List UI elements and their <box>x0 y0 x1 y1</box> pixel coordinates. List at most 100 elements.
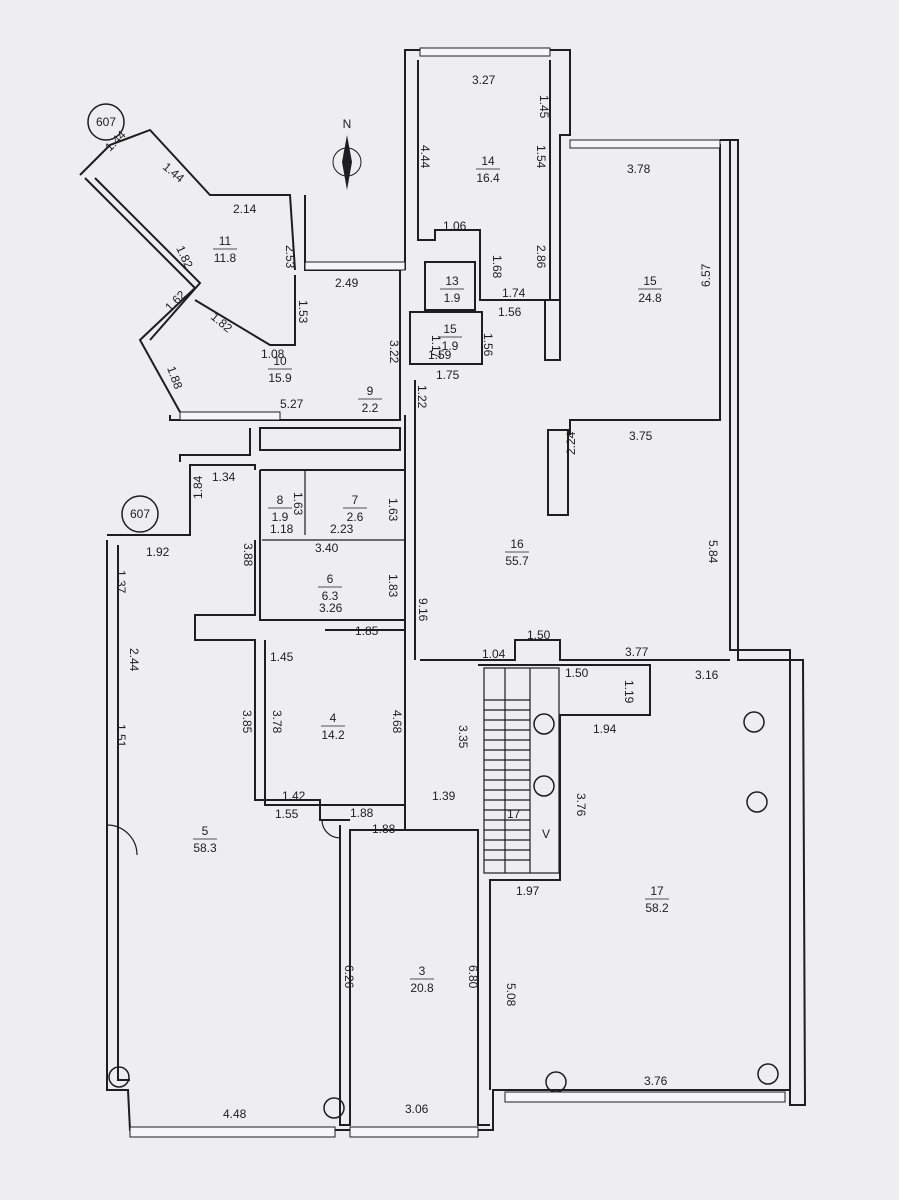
room11-diag <box>84 177 197 413</box>
dimension-label: 1.68 <box>490 255 504 279</box>
dimension-label: 1.18 <box>270 522 294 536</box>
room14-walls <box>404 49 571 355</box>
room-area: 1.9 <box>272 510 289 524</box>
dimension-label: 3.76 <box>574 793 588 817</box>
dimension-label: 1.44 <box>160 160 187 186</box>
room-number: 3 <box>419 964 426 978</box>
room-area: 24.8 <box>638 291 662 305</box>
room5-top-wall <box>107 464 256 536</box>
room-label: 72.6 <box>343 493 367 524</box>
column <box>323 1097 345 1119</box>
dimension-label: 1.50 <box>565 666 589 680</box>
room-area: 58.3 <box>193 841 217 855</box>
dimension-label: 1.56 <box>481 333 495 357</box>
dimension-label: 4.68 <box>390 710 404 734</box>
door-arc <box>321 819 341 839</box>
room-number: 5 <box>202 824 209 838</box>
walls <box>79 47 807 1138</box>
room-area: 11.8 <box>214 251 237 265</box>
room-number: 10 <box>273 354 287 368</box>
dimension-label: 1.19 <box>622 680 636 704</box>
dimension-label: 1.55 <box>275 807 299 821</box>
room-label: 10 15.9 <box>268 354 292 385</box>
dimension-label: 1.82 <box>173 243 196 270</box>
dimension-label: 1.39 <box>432 789 456 803</box>
dimension-label: 1.04 <box>482 647 506 661</box>
column <box>743 711 765 733</box>
room-label: 17 58.2 <box>645 884 669 915</box>
dimension-label: 3.88 <box>241 543 255 567</box>
dimension-label: 1.82 <box>208 310 235 336</box>
room-number: 13 <box>445 274 459 288</box>
dimension-label: 1.06 <box>443 219 467 233</box>
window <box>349 1126 479 1138</box>
dimension-label: 1.08 <box>261 347 285 361</box>
column-16 <box>547 429 569 516</box>
dimension-label: 6.26 <box>342 965 356 989</box>
outer-wall-west <box>106 139 807 1131</box>
room10-inner <box>194 275 296 346</box>
room-number: 4 <box>330 711 337 725</box>
dimension-label: 1.74 <box>502 286 526 300</box>
room-number: 15 <box>443 322 457 336</box>
dimension-label: 1.37 <box>114 570 128 594</box>
dimension-label: 1.59 <box>428 348 452 362</box>
dimension-label: 3.35 <box>456 725 470 749</box>
dimension-label: 2.23 <box>330 522 354 536</box>
dimension-label: 1.50 <box>527 628 551 642</box>
room5-inner-west <box>117 545 130 1081</box>
window <box>419 47 551 57</box>
dimension-label: 3.40 <box>315 541 339 555</box>
dimension-label: 4.48 <box>223 1107 247 1121</box>
dimension-label: 1.62 <box>162 287 189 314</box>
stairs <box>483 667 560 874</box>
dimension-label: 3.85 <box>240 710 254 734</box>
room-number: 16 <box>510 537 524 551</box>
dimension-label: 1.92 <box>146 545 170 559</box>
dimension-label: 9.16 <box>416 598 430 622</box>
room10-walls <box>169 195 401 421</box>
dimension-label: 3.22 <box>387 340 401 364</box>
column <box>533 713 555 735</box>
window <box>304 261 406 271</box>
room-area: 15.9 <box>268 371 292 385</box>
room-number: 9 <box>367 384 374 398</box>
dimension-label: 1.34 <box>212 470 236 484</box>
room-area: 6.3 <box>322 589 339 603</box>
north-arrow-icon: N <box>332 117 362 190</box>
dimension-label: 1.88 <box>350 806 374 820</box>
marker-607-top: 607 <box>87 103 125 141</box>
room-number: 17 <box>650 884 664 898</box>
room-label: 558.3 <box>193 824 217 855</box>
room3-walls <box>339 825 490 1126</box>
room-number: 11 <box>219 234 232 248</box>
column <box>746 791 768 813</box>
band-left <box>179 428 251 462</box>
dimension-label: 1.53 <box>296 300 310 324</box>
dimension-label: 3.75 <box>629 429 653 443</box>
marker-label: 607 <box>130 507 150 521</box>
window <box>129 1126 336 1138</box>
room-area: 1.9 <box>444 291 461 305</box>
room-label: 131.9 <box>440 274 464 305</box>
room13-box <box>424 261 476 311</box>
room-area: 58.2 <box>645 901 669 915</box>
dimension-label: 2.49 <box>335 276 359 290</box>
outer-wall-east <box>729 140 791 1095</box>
dimension-label: 6.57 <box>699 263 713 287</box>
column <box>757 1063 779 1085</box>
room17-top <box>478 664 651 1090</box>
column <box>533 775 555 797</box>
dimension-label: 1.45 <box>537 95 551 119</box>
dimension-label: 17 <box>507 807 521 821</box>
partition-band <box>259 427 401 451</box>
room-area: 55.7 <box>505 554 529 568</box>
dimension-label: 1.75 <box>436 368 460 382</box>
room11-diag-2 <box>94 177 202 341</box>
dimension-label: 1.63 <box>386 498 400 522</box>
column-16b <box>544 299 561 361</box>
dimension-label: 2.44 <box>127 648 141 672</box>
corridor-wall <box>404 415 420 831</box>
